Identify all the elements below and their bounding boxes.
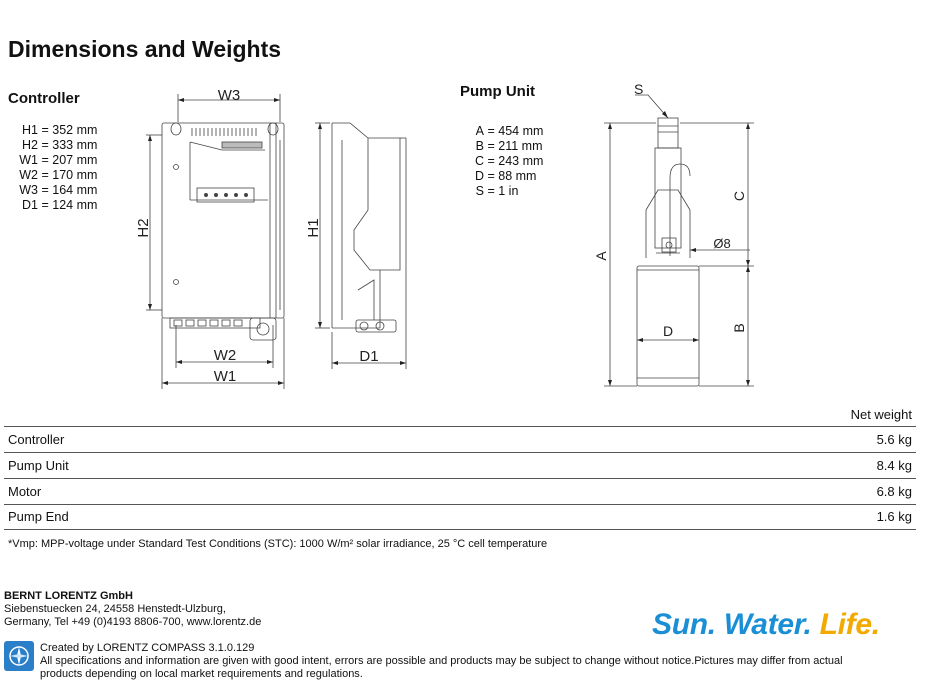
spec-row: W3 = 164 mm — [19, 183, 98, 197]
spec-row: B = 211 mm — [475, 139, 543, 153]
h1-label: H1 — [305, 218, 322, 237]
created-by: Created by LORENTZ COMPASS 3.1.0.129 — [40, 642, 255, 654]
a-label: A — [593, 251, 609, 261]
w3-label: W3 — [218, 87, 241, 104]
page-title: Dimensions and Weights — [8, 36, 282, 62]
c-label: C — [731, 191, 747, 201]
b-label: B — [731, 323, 747, 332]
controller-drawing: W3 H2 H1 W2 W1 D1 — [135, 87, 407, 389]
spec-row: W2 = 170 mm — [19, 168, 98, 182]
spec-row: A = 454 mm — [475, 124, 544, 138]
footnote: *Vmp: MPP-voltage under Standard Test Co… — [8, 538, 548, 550]
spec-row: C = 243 mm — [474, 154, 544, 168]
company-address: Siebenstuecken 24, 24558 Henstedt-Ulzbur… — [4, 603, 226, 615]
company-info: BERNT LORENTZ GmbH Siebenstuecken 24, 24… — [4, 590, 261, 629]
controller-heading: Controller — [8, 90, 80, 107]
pump-unit-heading: Pump Unit — [460, 83, 535, 100]
spec-row: S = 1 in — [475, 184, 519, 198]
diameter-label: Ø8 — [713, 236, 730, 251]
pump-drawing: S A C B D Ø8 — [593, 81, 754, 387]
table-top-rule — [4, 426, 916, 427]
w1-label: W1 — [214, 368, 237, 385]
compass-logo-icon — [4, 641, 34, 671]
spec-row: H1 = 352 mm — [22, 123, 98, 137]
net-weight-header: Net weight — [850, 407, 912, 422]
disclaimer-block: Created by LORENTZ COMPASS 3.1.0.129 All… — [40, 642, 843, 681]
slogan-part2: Life. — [819, 608, 880, 641]
spec-row: D1 = 124 mm — [22, 198, 98, 212]
disclaimer-line2: products depending on local market requi… — [40, 668, 363, 680]
spec-row: W1 = 207 mm — [19, 153, 98, 167]
spec-row: H2 = 333 mm — [22, 138, 98, 152]
d-label: D — [663, 323, 673, 339]
w2-label: W2 — [214, 347, 237, 364]
d1-label: D1 — [359, 348, 378, 365]
slogan: Sun. Water. Life. — [652, 608, 880, 642]
h2-label: H2 — [135, 218, 152, 237]
spec-row: D = 88 mm — [474, 169, 537, 183]
controller-specs: H1 = 352 mm H2 = 333 mm W1 = 207 mm W2 =… — [10, 123, 97, 213]
pump-unit-specs: A = 454 mm B = 211 mm C = 243 mm D = 88 … — [466, 124, 543, 199]
disclaimer-line1: All specifications and information are g… — [40, 655, 843, 667]
company-name: BERNT LORENTZ GmbH — [4, 590, 133, 602]
slogan-part1: Sun. Water. — [652, 608, 820, 641]
s-label: S — [634, 81, 643, 97]
company-contact: Germany, Tel +49 (0)4193 8806-700, www.l… — [4, 616, 262, 628]
